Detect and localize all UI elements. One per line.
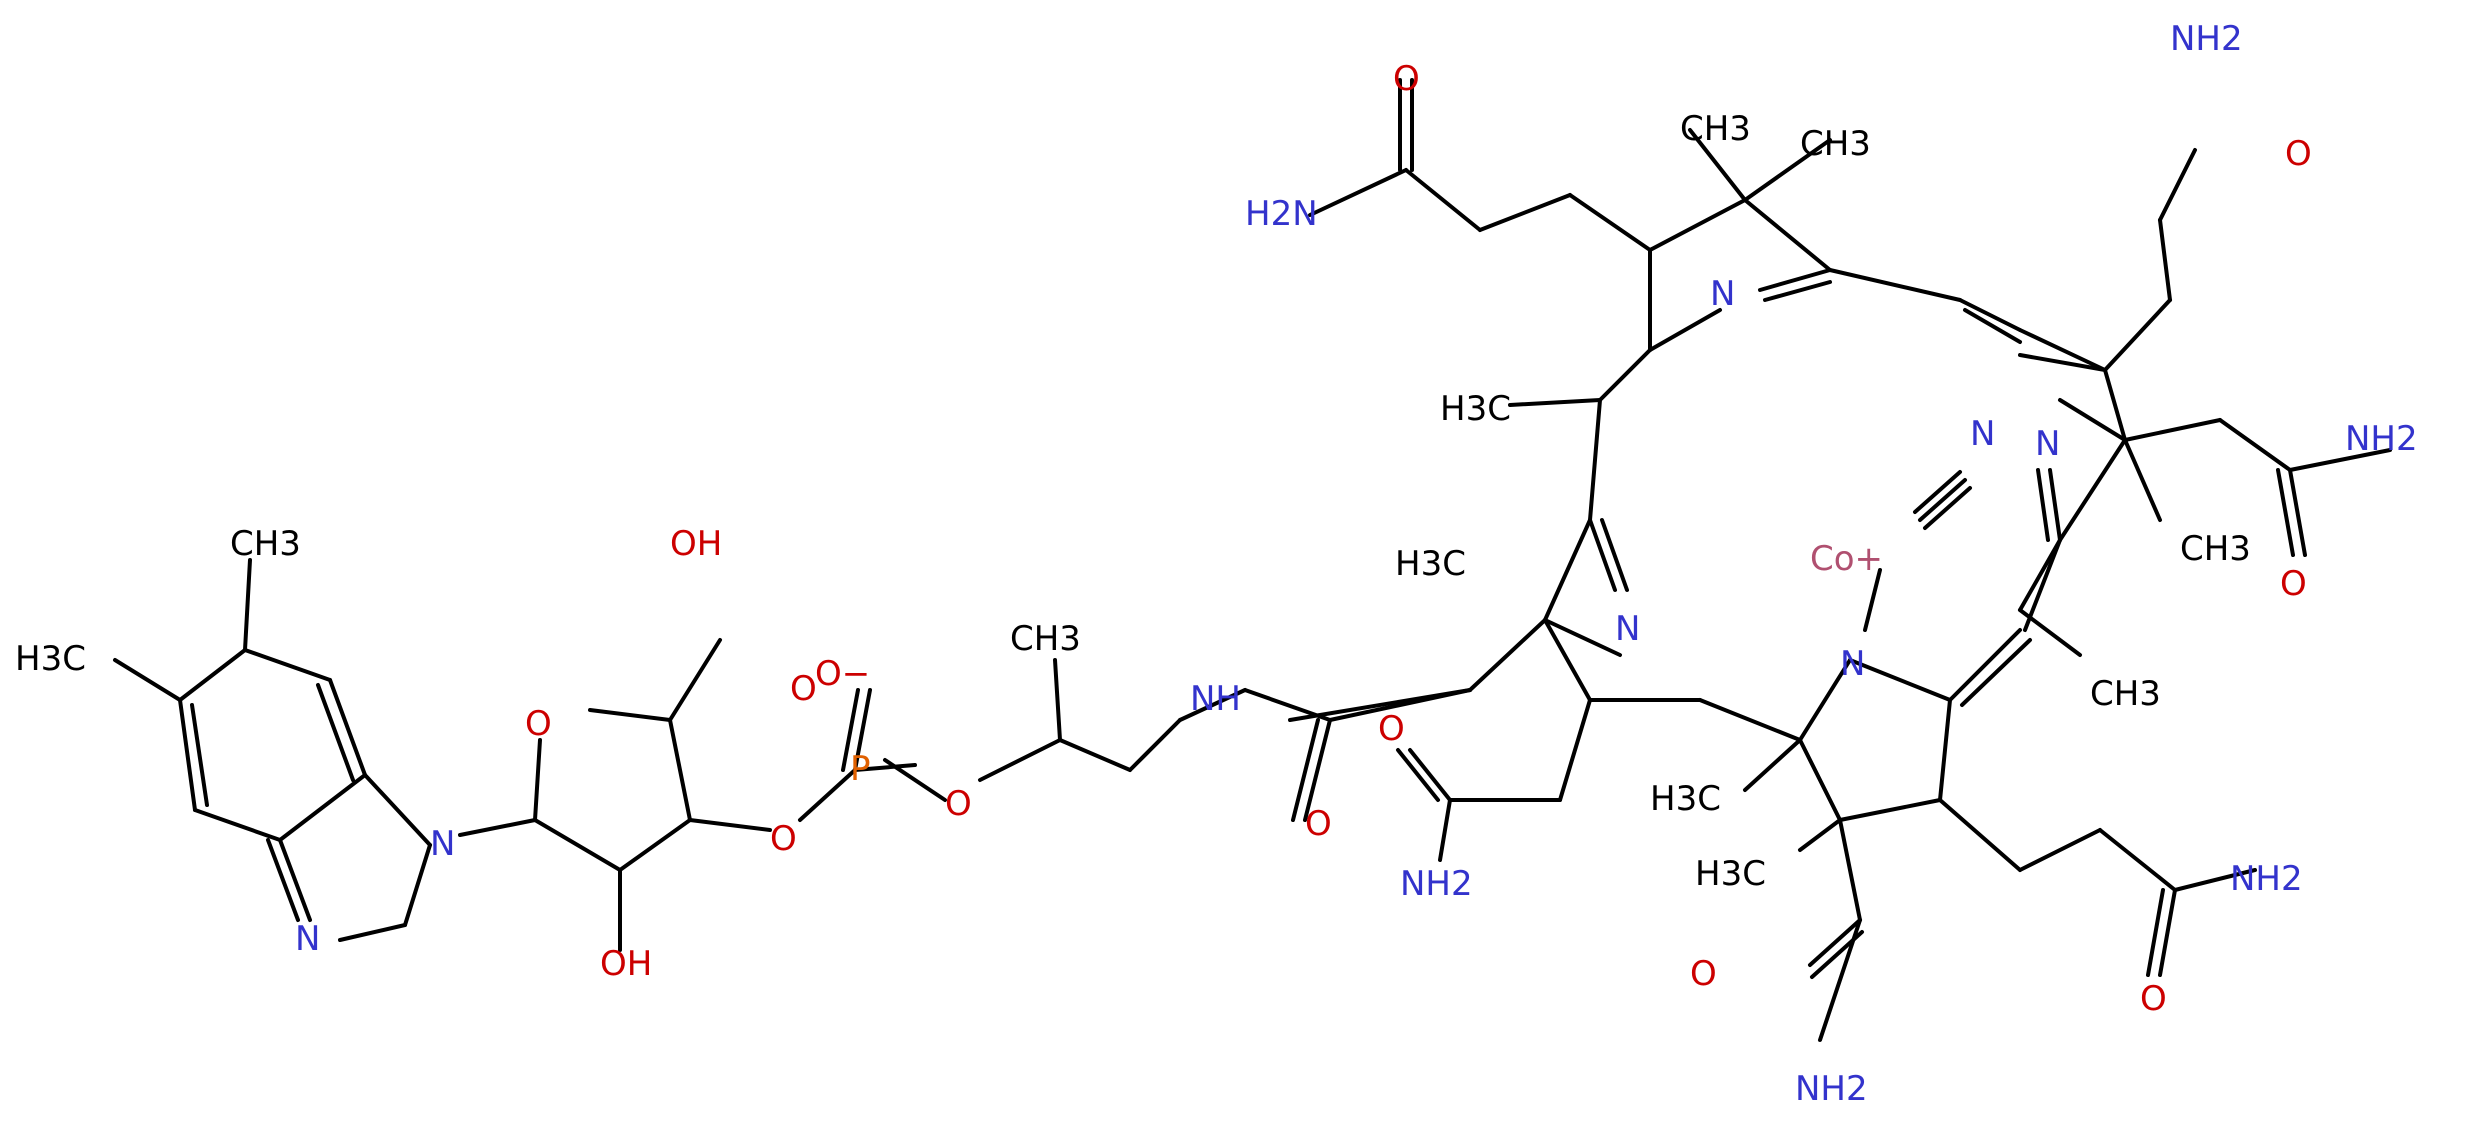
atom-label: O (790, 669, 817, 709)
bond-layer (113, 78, 2392, 1042)
atom-label: CH3 (1680, 109, 1751, 149)
atom-label: CH3 (2090, 674, 2161, 714)
atom-label: N (1840, 644, 1865, 684)
atom-label: NH2 (2170, 19, 2243, 59)
atom-label: N (2035, 424, 2060, 464)
atom-label: NH2 (1400, 864, 1473, 904)
atom-label: O (1393, 59, 1420, 99)
atom-label: CH3 (1010, 619, 1081, 659)
atom-label: O (1690, 954, 1717, 994)
atom-label: O (525, 704, 552, 744)
atom-label: N (1710, 274, 1735, 314)
atom-label: H3C (1650, 779, 1721, 819)
atom-label: N (430, 824, 455, 864)
atom-label: O (770, 819, 797, 859)
atom-label: CH3 (230, 524, 301, 564)
atom-label: O (945, 784, 972, 824)
atom-label: NH2 (1795, 1069, 1868, 1109)
atom-label: NH2 (2345, 419, 2418, 459)
atom-label: H3C (1395, 544, 1466, 584)
atom-label: H3C (15, 639, 86, 679)
atom-label: H2N (1245, 194, 1318, 234)
atom-label: O (2140, 979, 2167, 1019)
atom-label: NH2 (2230, 859, 2303, 899)
atom-label: O (1305, 804, 1332, 844)
atom-label: OH (600, 944, 652, 984)
atom-label: N (1970, 414, 1995, 454)
atom-label: O (2280, 564, 2307, 604)
atom-label: Co+ (1810, 539, 1883, 579)
atom-label-layer: O H2N CH3 CH3 N NH2 O H3C N N NH2 Co+ CH… (15, 19, 2418, 1109)
atom-label: O− (815, 654, 870, 694)
atom-label: H3C (1695, 854, 1766, 894)
atom-label: CH3 (2180, 529, 2251, 569)
atom-label: O (1378, 709, 1405, 749)
atom-label: H3C (1440, 389, 1511, 429)
atom-label: OH (670, 524, 722, 564)
atom-label: CH3 (1800, 124, 1871, 164)
atom-label: O (2285, 134, 2312, 174)
atom-label: NH (1190, 679, 1241, 719)
atom-label: N (1615, 609, 1640, 649)
atom-label: N (295, 919, 320, 959)
atom-label: P (850, 749, 871, 789)
